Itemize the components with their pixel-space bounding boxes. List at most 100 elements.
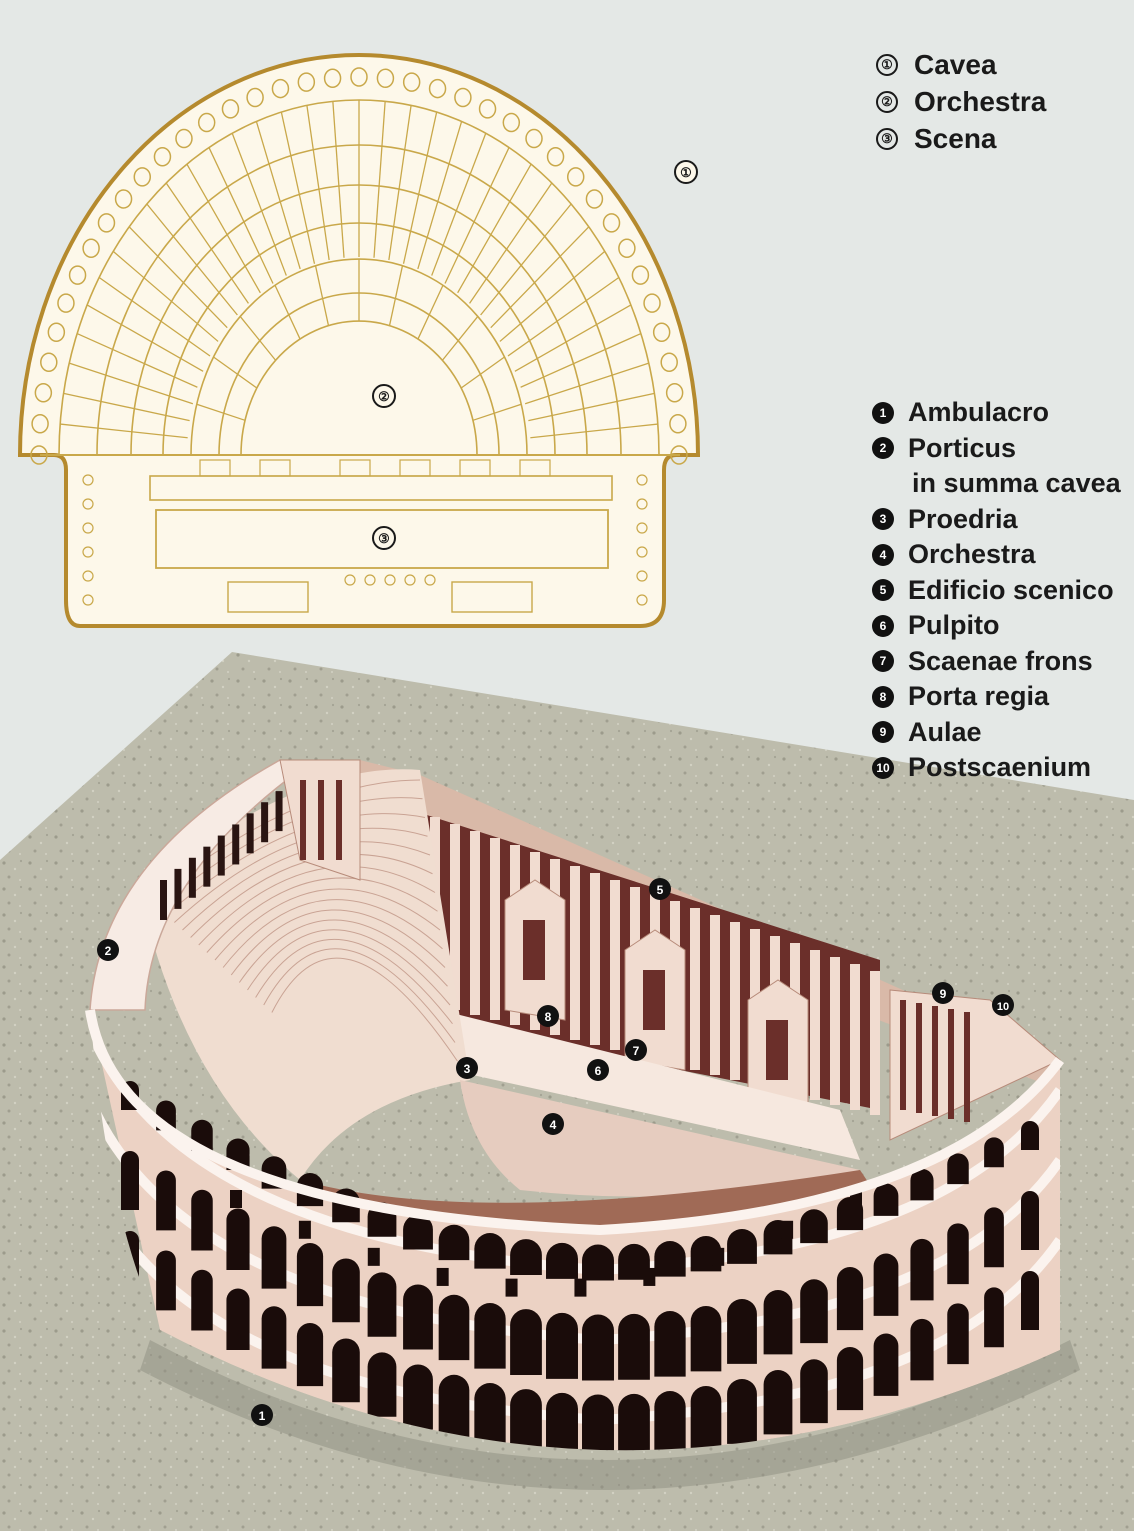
- plan-outer-pier: [669, 414, 687, 434]
- facade-arch: [156, 1170, 176, 1231]
- facade-arch: [727, 1378, 757, 1444]
- model-marker-proedria: 3: [456, 1057, 478, 1079]
- plan-legend-item-scena: ③ Scena: [876, 120, 1046, 157]
- model-legend-label: Pulpito: [908, 610, 1000, 641]
- plan-outer-pier: [68, 265, 87, 285]
- plan-outer-pier: [175, 128, 193, 149]
- model-legend-item-ambulacro: 1 Ambulacro: [872, 395, 1121, 431]
- plan-radial-stair: [213, 356, 258, 389]
- svg-text:6: 6: [595, 1064, 602, 1078]
- model-legend-item-porticus: 2 Porticus: [872, 431, 1121, 467]
- facade-arch: [582, 1244, 614, 1281]
- model-legend-marker: 6: [872, 614, 894, 637]
- plan-side-pier: [82, 522, 94, 534]
- plan-radial-stair: [417, 284, 444, 340]
- facade-arch: [546, 1242, 578, 1279]
- plan-outer-pier: [246, 87, 264, 108]
- plan-outer-pier: [271, 78, 290, 99]
- plan-outer-pier: [618, 238, 636, 259]
- plan-radial-passage: [417, 121, 463, 270]
- facade-arch: [873, 1333, 899, 1396]
- plan-outer-pier: [47, 322, 66, 343]
- facade-arch: [800, 1209, 828, 1244]
- facade-arch: [1021, 1271, 1039, 1330]
- facade-arch: [727, 1298, 757, 1364]
- plan-radial-passage: [373, 101, 386, 258]
- facade-arch: [873, 1183, 899, 1216]
- model-legend-marker: 10: [872, 756, 894, 779]
- facade-arch: [191, 1269, 213, 1331]
- svg-text:3: 3: [464, 1062, 471, 1076]
- facade-arch: [800, 1359, 828, 1424]
- aedicula-doorway: [523, 920, 545, 980]
- facade-arch: [947, 1223, 969, 1285]
- facade-window: [505, 1278, 518, 1297]
- model-marker-orchestra: 4: [542, 1113, 564, 1135]
- svg-text:10: 10: [997, 1001, 1009, 1013]
- facade-arch: [582, 1314, 614, 1381]
- plan-radial-stair: [274, 284, 301, 340]
- facade-arch: [474, 1303, 506, 1369]
- plan-column: [404, 574, 416, 586]
- facade-arch: [121, 1151, 139, 1210]
- plan-radial-passage: [146, 203, 238, 316]
- facade-window: [643, 1267, 656, 1286]
- facade-arch: [403, 1364, 433, 1430]
- model-legend-item-pulpito: 6 Pulpito: [872, 608, 1121, 644]
- plan-outer-pier: [643, 293, 661, 313]
- scaenae-frons-column: [470, 831, 480, 1015]
- model-marker-ambulacro: 1: [251, 1404, 273, 1426]
- model-marker-porta-regia: 8: [537, 1005, 559, 1027]
- facade-arch: [618, 1393, 650, 1451]
- facade-arch: [261, 1226, 287, 1289]
- plan-niche: [399, 459, 431, 477]
- svg-text:2: 2: [105, 944, 112, 958]
- facade-arch: [546, 1392, 578, 1451]
- porticus-opening: [232, 824, 240, 865]
- plan-legend-label: Cavea: [914, 48, 997, 80]
- scaenae-frons-column: [490, 838, 500, 1020]
- plan-pulpitum: [149, 475, 613, 501]
- facade-arch: [332, 1258, 360, 1323]
- plan-radial-stair: [472, 403, 522, 421]
- postscaenium-window: [900, 1000, 906, 1110]
- plan-legend-marker: ②: [876, 90, 898, 113]
- model-legend-marker: 2: [872, 437, 894, 460]
- plan-niche: [519, 459, 551, 477]
- scaenae-frons-column: [810, 950, 820, 1100]
- model-legend-label: Edificio scenico: [908, 574, 1114, 605]
- model-legend-marker: 8: [872, 685, 894, 708]
- plan-radial-stair: [314, 265, 330, 326]
- svg-text:③: ③: [378, 531, 390, 546]
- theatre-floor-plan: [17, 53, 701, 628]
- facade-arch: [690, 1305, 722, 1372]
- scaenae-frons-column: [450, 824, 460, 1010]
- model-legend-item-proedria: 3 Proedria: [872, 502, 1121, 538]
- plan-aula: [227, 581, 309, 613]
- porticus-opening: [188, 857, 196, 898]
- svg-text:1: 1: [259, 1409, 266, 1423]
- plan-legend: ① Cavea ② Orchestra ③ Scena: [876, 46, 1046, 157]
- plan-outer-pier: [502, 112, 521, 133]
- model-legend-label: Ambulacro: [908, 397, 1050, 428]
- cavea-seat-row: [206, 877, 438, 953]
- facade-window: [712, 1247, 725, 1266]
- plan-radial-passage: [480, 203, 572, 316]
- scaenae-frons-column: [830, 957, 840, 1105]
- model-legend-marker: 5: [872, 579, 894, 602]
- model-marker-porticus: 2: [97, 939, 119, 961]
- porticus-opening: [246, 813, 254, 854]
- facade-arch: [910, 1318, 934, 1381]
- cavea-seat-row: [222, 899, 443, 968]
- facade-arch: [618, 1243, 650, 1280]
- facade-arch: [367, 1272, 397, 1337]
- postscaenium-window: [948, 1009, 954, 1119]
- plan-side-pier: [636, 474, 648, 486]
- facade-arch: [910, 1238, 934, 1301]
- cavea-seat-row: [255, 938, 453, 1025]
- scaenae-frons-column: [730, 922, 740, 1080]
- plan-radial-passage: [86, 304, 204, 372]
- plan-outer-pier: [376, 68, 395, 89]
- plan-outer-pier: [153, 146, 172, 167]
